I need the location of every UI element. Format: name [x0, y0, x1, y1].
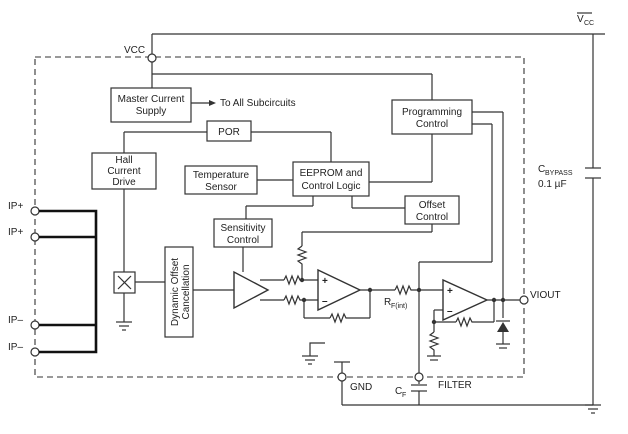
ip-plus-label-2: IP+	[8, 227, 23, 238]
hall-line1: Hall	[115, 155, 132, 166]
junction-node	[299, 277, 305, 283]
temperature-sensor-block	[184, 165, 258, 195]
offset-control-block	[404, 195, 460, 225]
gnd-label: GND	[350, 382, 372, 393]
cf-label: C	[395, 386, 402, 397]
eeprom-control-logic-block	[292, 161, 370, 197]
hall-sensor-x-icon	[113, 271, 136, 294]
opamp1-plus: +	[322, 276, 328, 287]
ip-minus-pin-2	[30, 347, 40, 357]
resistor-zigzag-icon	[296, 245, 308, 278]
sens-line1: Sensitivity	[220, 223, 265, 234]
dynamic-offset-cancellation-block	[164, 246, 194, 338]
arrow-head-icon	[209, 100, 216, 106]
eeprom-wires	[245, 134, 433, 219]
vcc-right-subscript: CC	[584, 20, 594, 27]
dynamic-line2: Cancellation	[181, 264, 192, 319]
resistor-zigzag-icon	[394, 284, 443, 296]
master-current-supply-block	[110, 87, 192, 123]
resistor-zigzag-icon	[428, 331, 440, 356]
resistor-zigzag-icon	[283, 294, 320, 306]
op-amp-triangle-icon	[317, 268, 362, 312]
opamp1-minus: –	[322, 296, 328, 307]
cf-subscript: F	[402, 392, 406, 399]
ip-minus-label-2: IP–	[8, 342, 23, 353]
vcc-pin	[147, 53, 157, 63]
capacitor-icon	[585, 167, 601, 179]
filter-pin	[414, 372, 424, 382]
cbypass-value: 0.1 µF	[538, 179, 567, 190]
amp1-output-wires	[260, 279, 284, 301]
vcc-internal-wires	[151, 62, 433, 100]
offset-line1: Offset	[419, 200, 446, 211]
op-amp-triangle-icon	[233, 270, 270, 310]
op-amp-triangle-icon	[442, 278, 489, 322]
vcc-right-label: V	[577, 14, 584, 25]
rf-subscript: F(int)	[391, 303, 407, 310]
ip-plus-label-1: IP+	[8, 201, 23, 212]
master-current-line1: Master Current	[118, 94, 185, 105]
ground-icon	[116, 321, 132, 331]
capacitor-icon	[411, 384, 427, 392]
viout-label: VIOUT	[530, 290, 561, 301]
programming-output-wires	[418, 111, 504, 300]
vcc-pin-label: VCC	[124, 45, 145, 56]
opamp2-plus: +	[447, 286, 453, 297]
junction-node	[491, 297, 497, 303]
dynamic-line1: Dynamic Offset	[170, 258, 181, 326]
gnd-wires	[309, 342, 593, 406]
ground-icon	[302, 355, 318, 365]
filter-label: FILTER	[438, 380, 472, 391]
resistor-zigzag-icon	[283, 274, 320, 286]
temp-line2: Sensor	[205, 182, 237, 193]
cbypass-subscript: BYPASS	[545, 170, 573, 177]
temp-line1: Temperature	[193, 170, 250, 181]
sens-line2: Control	[227, 235, 259, 246]
to-all-subcircuits-label: To All Subcircuits	[220, 98, 296, 109]
ip-plus-pin-1	[30, 206, 40, 216]
programming-control-block	[391, 99, 473, 135]
rf-label: R	[384, 297, 391, 308]
ip-minus-label-1: IP–	[8, 315, 23, 326]
ground-icon	[427, 355, 441, 361]
viout-pin	[519, 295, 529, 305]
zener-diode-icon	[496, 300, 510, 349]
cbypass-label: C	[538, 164, 545, 175]
opamp1-feedback-wires	[303, 289, 395, 324]
junction-node	[431, 319, 437, 325]
offset-wires	[301, 224, 433, 246]
current-busbar	[39, 209, 98, 354]
vcc-rail-wires	[151, 33, 605, 405]
ip-plus-pin-2	[30, 232, 40, 242]
ip-minus-pin-1	[30, 320, 40, 330]
ground-icon	[585, 404, 601, 414]
programming-line1: Programming	[402, 107, 462, 118]
programming-line2: Control	[416, 119, 448, 130]
chip-boundary	[34, 56, 525, 378]
gnd-pin	[337, 372, 347, 382]
offset-line2: Control	[416, 212, 448, 223]
eeprom-line2: Control Logic	[302, 181, 361, 192]
por-wires	[123, 131, 332, 162]
junction-node	[367, 287, 373, 293]
master-current-line2: Supply	[136, 106, 167, 117]
eeprom-line1: EEPROM and	[300, 168, 363, 179]
por-block	[206, 120, 252, 142]
opamp2-minus: –	[447, 306, 453, 317]
hall-line3: Drive	[112, 177, 136, 188]
hall-line2: Current	[107, 166, 141, 177]
por-label: POR	[218, 127, 240, 138]
